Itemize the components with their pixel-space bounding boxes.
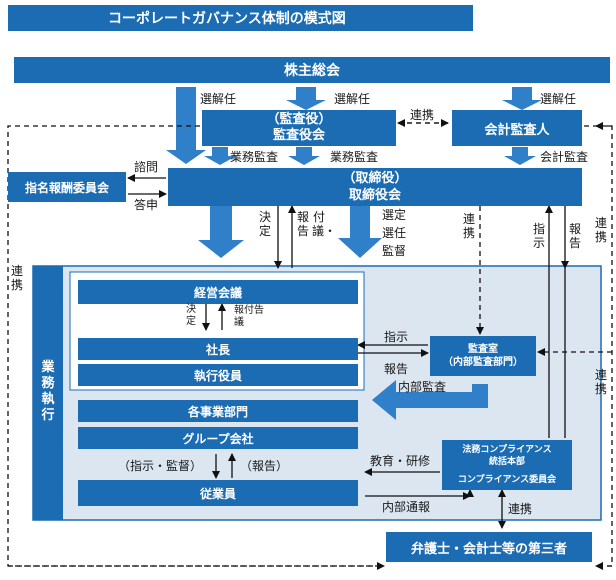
label-election-1: 選解任 (200, 92, 237, 106)
arrow-audit-2 (288, 147, 320, 165)
business-execution-label: 業務執行 (41, 360, 55, 423)
label-cooperation-top: 連携 (410, 108, 435, 122)
label-consultation: 諮問 (134, 160, 159, 174)
label-instruct-supervise: （指示・監督） (118, 459, 203, 473)
employees-box: 従業員 (78, 480, 358, 506)
label-internal-audit: 内部監査 (398, 380, 447, 394)
label-report-paren: （報告） (240, 459, 289, 473)
arrow-election-auditor (502, 87, 542, 110)
arrow-accounting-audit (504, 147, 536, 165)
audit-board-box: （監査役） 監査役会 (202, 110, 396, 146)
label-internal-reporting: 内部通報 (382, 500, 431, 514)
nomination-committee-box: 指名報酬委員会 (8, 172, 126, 202)
executive-officers-box: 執行役員 (78, 364, 358, 386)
shareholders-meeting-box: 株主総会 (14, 57, 610, 83)
board-of-directors-box: （取締役） 取締役会 (168, 168, 582, 206)
label-report-proposal-inner: 報付告議 (234, 305, 264, 328)
arrow-election-audit (286, 87, 326, 110)
third-parties-box: 弁護士・会計士等の第三者 (386, 532, 592, 562)
label-select-2: 選任 (382, 226, 407, 240)
label-proposal: 付議・ (312, 210, 337, 238)
legal-compliance-name-1: 法務コンプライアンス (462, 445, 552, 455)
label-business-audit-2: 業務監査 (330, 150, 379, 164)
president-box: 社長 (78, 338, 358, 360)
label-election-3: 選解任 (540, 92, 577, 106)
label-coop-right-mid: 連携 (594, 368, 607, 396)
internal-audit-dept-name: （内部監査部門） (443, 357, 523, 368)
arrow-audit-1 (204, 147, 236, 165)
arrow-internal-audit (372, 380, 488, 420)
business-divisions-box: 各事業部門 (78, 400, 358, 422)
label-instruct-vertical: 指示 (532, 222, 545, 250)
internal-audit-office-name: 監査室 (468, 344, 498, 355)
block-arrows (166, 87, 542, 420)
label-decision: 決定 (258, 210, 271, 238)
board-role: （取締役） (342, 171, 408, 186)
legal-compliance-name-2: 統括本部 (488, 457, 525, 467)
label-instruct: 指示 (384, 330, 409, 344)
label-education-training: 教育・研修 (370, 454, 431, 468)
label-decision-inner: 決定 (186, 304, 196, 327)
legal-compliance-box: 法務コンプライアンス 統括本部 コンプライアンス委員会 (442, 440, 572, 490)
compliance-committee-name: コンプライアンス委員会 (457, 475, 557, 485)
group-companies-box: グループ会社 (78, 427, 358, 449)
label-business-audit-1: 業務監査 (230, 150, 279, 164)
internal-audit-office-box: 監査室 （内部監査部門） (430, 336, 536, 376)
label-select-1: 選定 (382, 208, 407, 222)
label-coop-bottom: 連携 (508, 502, 533, 516)
label-coop-vertical: 連携 (462, 212, 475, 240)
audit-board-name: 監査役会 (272, 128, 325, 143)
label-report-h: 報告 (384, 362, 409, 376)
management-meeting-box: 経営会議 (78, 280, 358, 304)
execution-side-bar (33, 266, 63, 520)
label-select-3: 監督 (382, 244, 407, 258)
label-report: 報告 (296, 210, 309, 238)
label-report-answer: 答申 (134, 198, 159, 212)
audit-board-role: （監査役） (266, 112, 332, 127)
label-report-vertical: 報告 (568, 222, 581, 250)
label-accounting-audit: 会計監査 (540, 150, 589, 164)
diagram-title: コーポレートガバナンス体制の模式図 (8, 5, 473, 31)
label-coop-left: 連携 (10, 264, 23, 292)
arrow-supervision (338, 206, 382, 258)
arrow-board-execution (198, 206, 244, 258)
label-election-2: 選解任 (334, 92, 371, 106)
board-name: 取締役会 (348, 188, 401, 203)
accounting-auditor-box: 会計監査人 (452, 110, 582, 146)
label-coop-right: 連携 (594, 216, 607, 244)
